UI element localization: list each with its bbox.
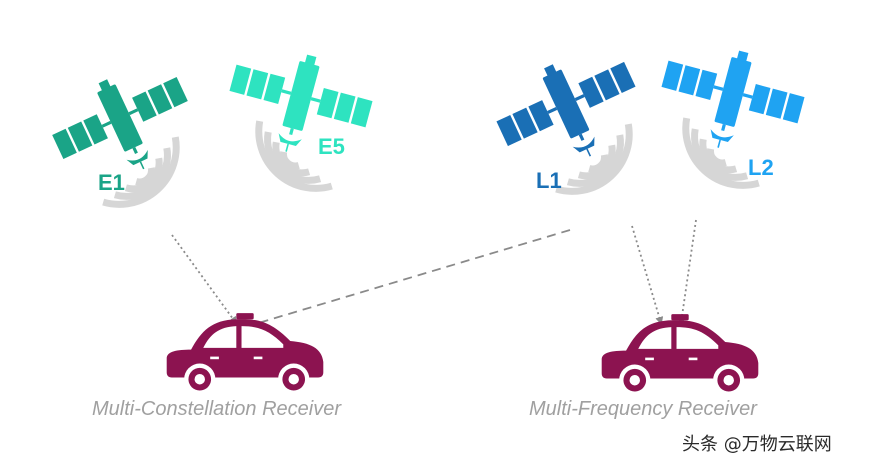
caption-multi-constellation-receiver: Multi-Constellation Receiver [92, 398, 341, 420]
car-icon [601, 314, 759, 396]
car-icon [166, 313, 324, 395]
link-l1-to-car-left [243, 229, 571, 330]
satellite-icon [218, 37, 380, 170]
caption-multi-frequency-receiver: Multi-Frequency Receiver [529, 398, 757, 420]
signal-waves-icon [556, 124, 646, 209]
signal-label-l1: L1 [536, 168, 562, 193]
signal-label-e1: E1 [98, 170, 125, 195]
signal-label-e5: E5 [318, 134, 345, 159]
watermark: 头条 @万物云联网 [682, 434, 832, 455]
satellite-icon [650, 33, 812, 166]
link-l1-to-car-right [631, 225, 664, 325]
signal-links [171, 219, 697, 330]
signal-waves-icon [669, 118, 759, 203]
satellite-icon [484, 36, 655, 186]
link-l2-to-car-right [677, 219, 697, 325]
signal-label-l2: L2 [748, 155, 774, 180]
link-e1-to-car-left [171, 234, 238, 325]
